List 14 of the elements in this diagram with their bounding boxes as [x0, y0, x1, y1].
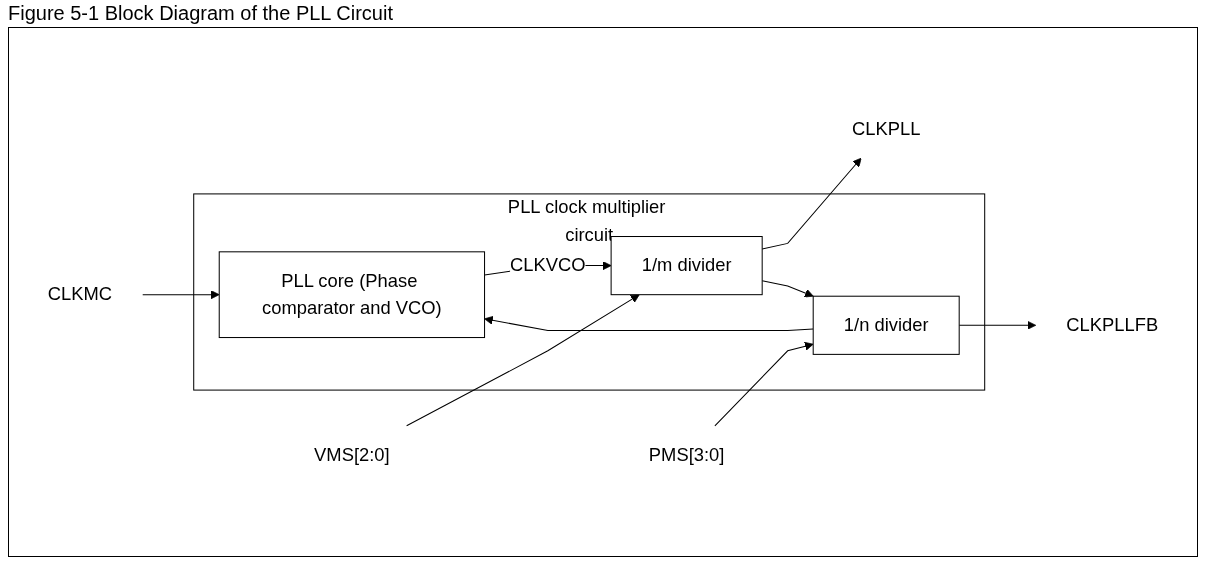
node-text: CLKPLL	[851, 118, 921, 139]
arrow	[484, 315, 814, 331]
node-box: 1/m divider	[610, 236, 763, 296]
edge-label: CLKVCO	[510, 254, 586, 276]
node-text: CLKPLLFB	[1066, 314, 1159, 335]
node-text: PMS[3:0]	[648, 444, 725, 465]
figure-title: Figure 5-1 Block Diagram of the PLL Circuit	[7, 1, 394, 26]
node-box: PLL core (Phase comparator and VCO)	[218, 251, 486, 339]
node-box: 1/n divider	[812, 295, 960, 355]
arrow	[406, 294, 640, 427]
arrow	[142, 290, 220, 300]
node-text: CLKMC	[47, 283, 113, 305]
arrow	[714, 341, 814, 427]
node-text: VMS[2:0]	[314, 444, 390, 465]
